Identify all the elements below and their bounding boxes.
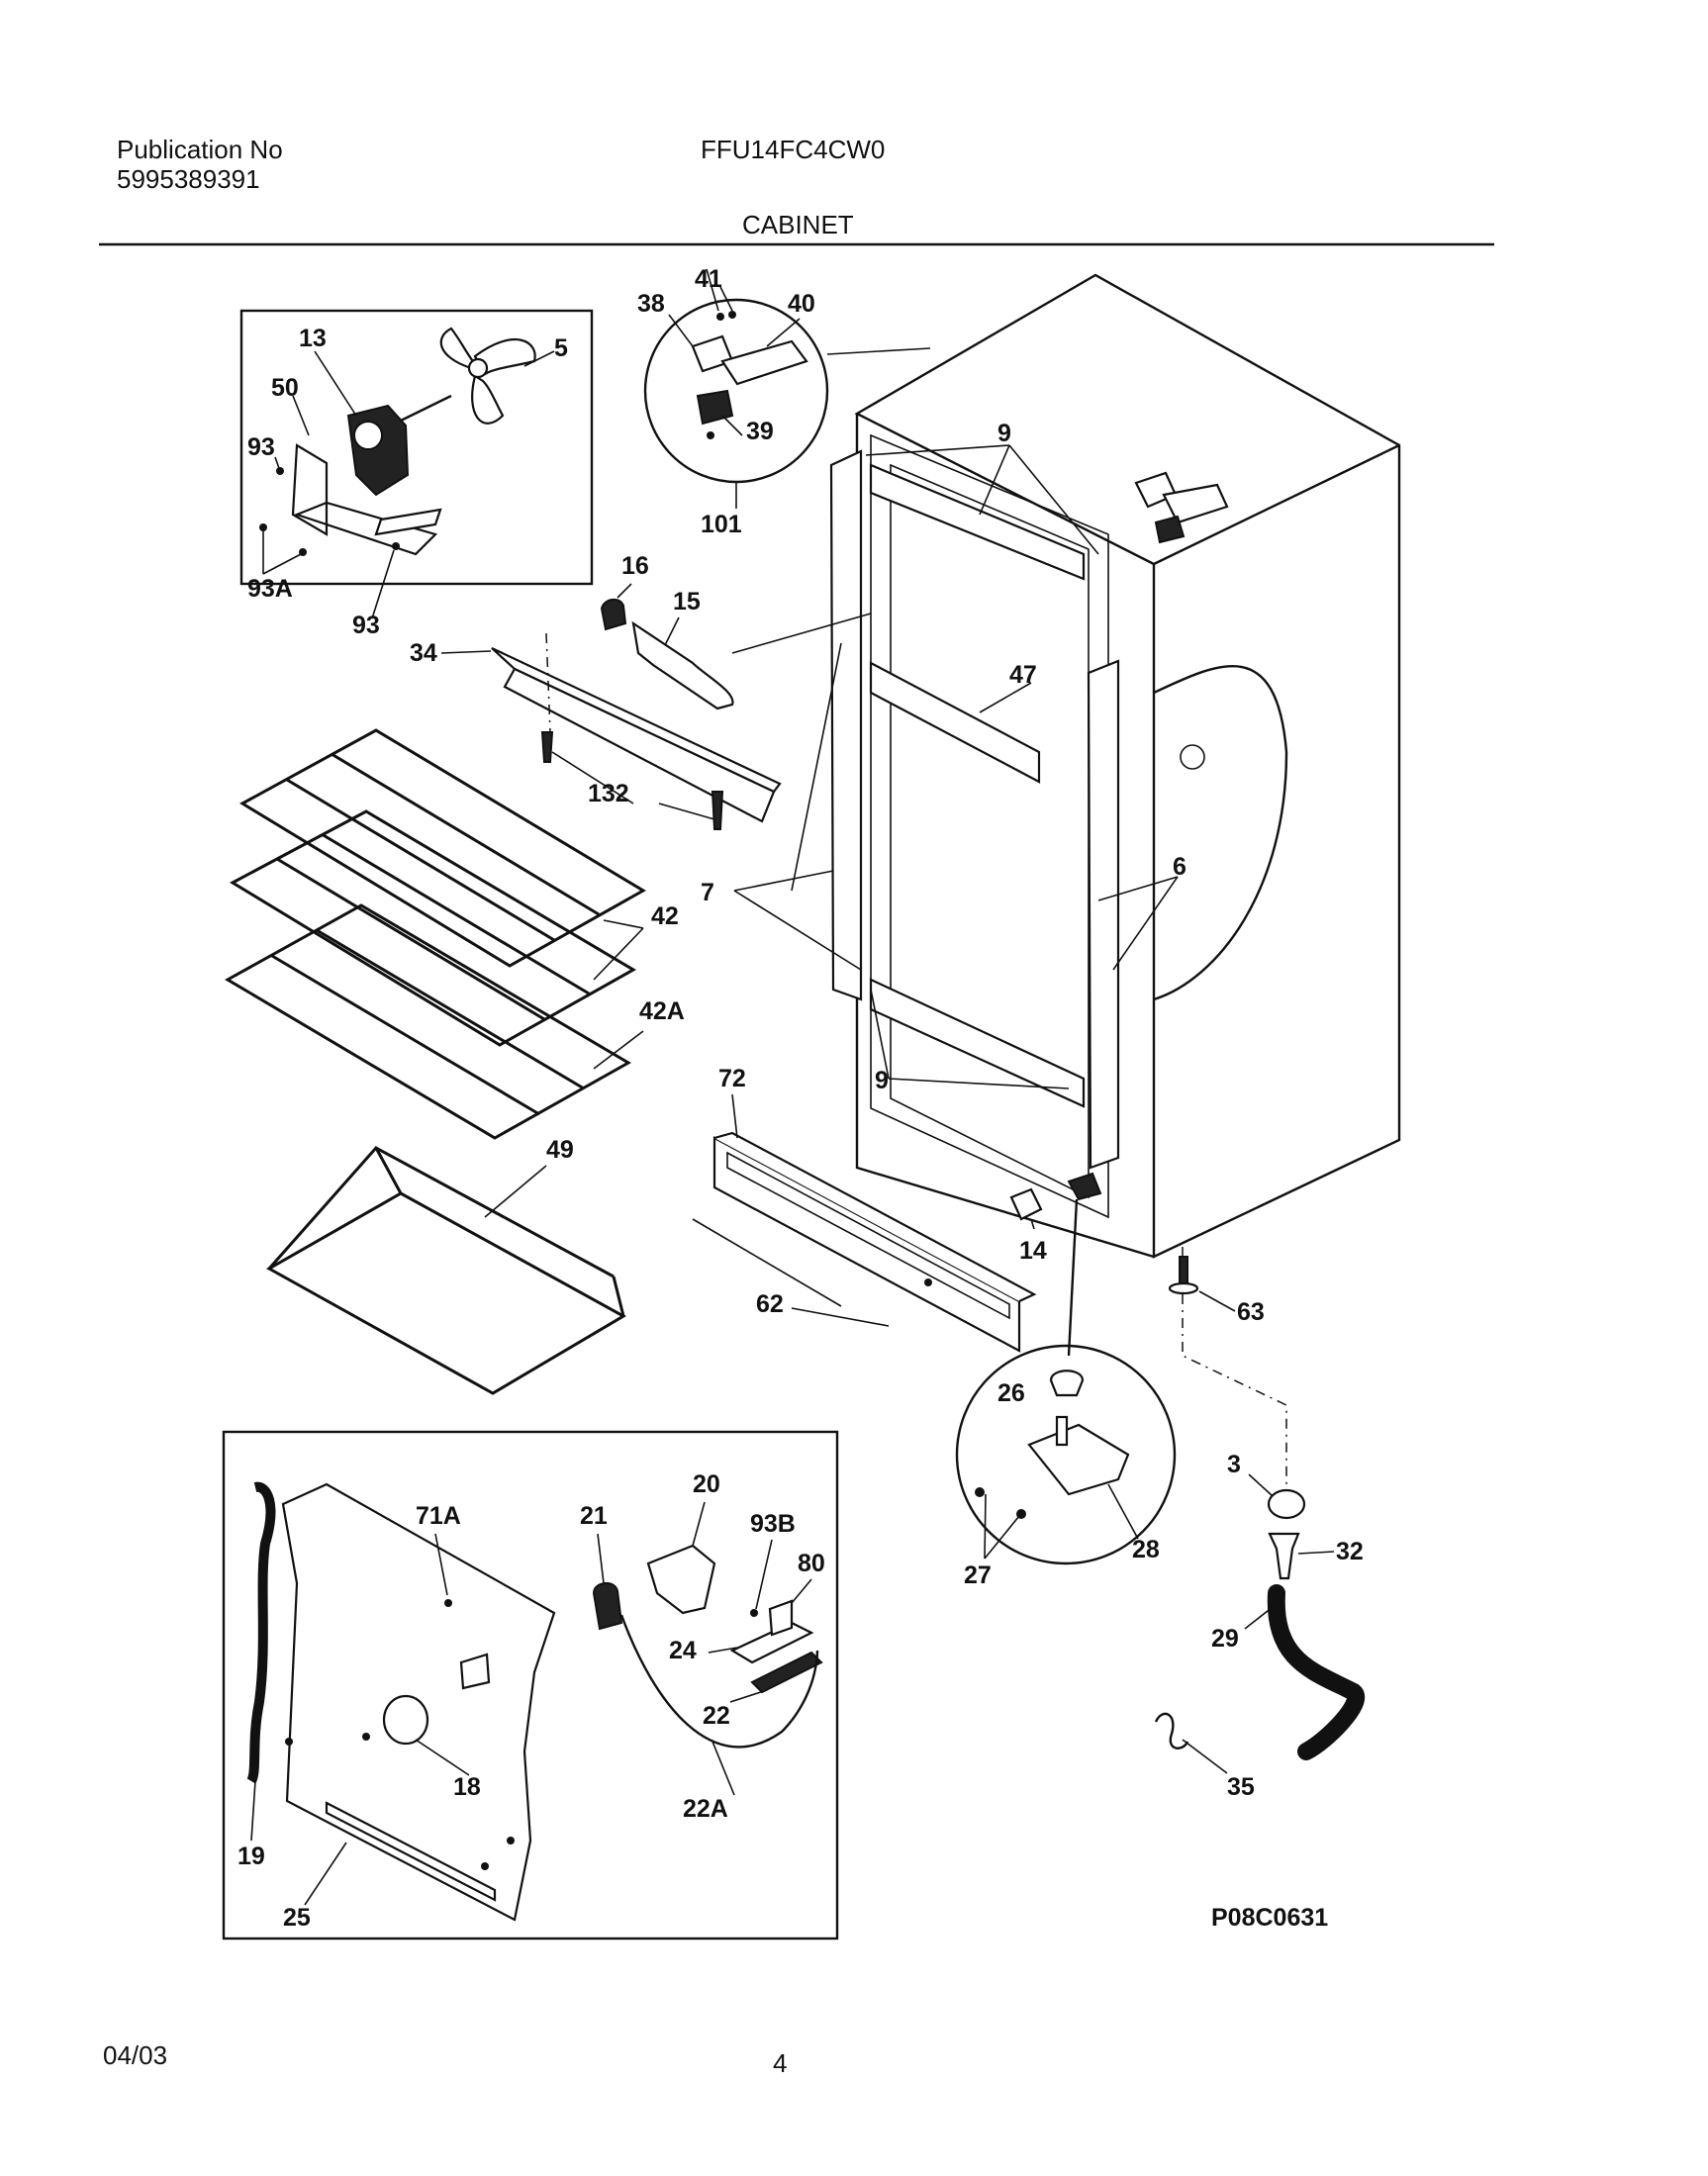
callout-7: 7 [701, 879, 714, 906]
callout-22A: 22A [683, 1795, 728, 1823]
callout-72: 72 [718, 1065, 746, 1092]
callout-20: 20 [693, 1470, 720, 1498]
shelf-bottom [224, 903, 632, 1140]
callout-14: 14 [1019, 1237, 1047, 1265]
callout-35: 35 [1227, 1773, 1255, 1801]
footer-date: 04/03 [103, 2040, 168, 2070]
page-number: 4 [773, 2048, 788, 2078]
callout-42: 42 [651, 902, 679, 930]
callout-24: 24 [669, 1637, 697, 1664]
callout-25: 25 [283, 1904, 311, 1932]
kick-plate [692, 1093, 1102, 1357]
callout-32: 32 [1336, 1538, 1364, 1565]
callout-93: 93 [247, 433, 275, 461]
callout-62: 62 [756, 1290, 784, 1318]
callout-labels: 13 5 50 93 93A 93 41 38 40 39 101 16 15 … [237, 265, 1364, 1932]
callout-63: 63 [1237, 1298, 1265, 1326]
callout-39: 39 [746, 418, 774, 445]
callout-3: 3 [1227, 1451, 1241, 1478]
callout-93B: 93B [750, 1510, 796, 1538]
freezer-cabinet [731, 273, 1401, 1494]
callout-80: 80 [798, 1550, 825, 1577]
callout-29: 29 [1211, 1625, 1239, 1653]
callout-19: 19 [237, 1843, 265, 1870]
bottom-hinge-detail [955, 1344, 1177, 1565]
top-hinge-detail [643, 268, 931, 509]
callout-47: 47 [1009, 661, 1037, 689]
callout-38: 38 [637, 290, 665, 318]
callout-6: 6 [1173, 853, 1186, 881]
shelf-middle [229, 809, 636, 1047]
callout-5: 5 [554, 334, 568, 362]
drain-parts [1154, 1473, 1366, 1774]
publication-label: Publication No [117, 135, 283, 164]
light-assembly [440, 583, 782, 830]
callout-21: 21 [580, 1502, 608, 1530]
callout-34: 34 [410, 639, 437, 667]
callout-22: 22 [703, 1702, 730, 1730]
model-number: FFU14FC4CW0 [701, 135, 886, 164]
callout-71A: 71A [416, 1502, 461, 1530]
section-title: CABINET [742, 210, 854, 239]
callout-9: 9 [875, 1067, 889, 1094]
callout-26: 26 [997, 1379, 1025, 1407]
callout-15: 15 [673, 588, 701, 615]
callout-28: 28 [1132, 1536, 1160, 1563]
diagram-code: P08C0631 [1211, 1904, 1328, 1932]
callout-40: 40 [788, 290, 815, 318]
callout-101: 101 [701, 511, 742, 538]
callout-9: 9 [997, 420, 1011, 447]
callout-27: 27 [964, 1561, 992, 1589]
callout-132: 132 [588, 780, 629, 807]
callout-16: 16 [621, 552, 649, 580]
callout-13: 13 [299, 325, 327, 352]
callout-42A: 42A [639, 997, 685, 1025]
wire-basket [265, 1146, 627, 1395]
fan-motor-inset [239, 309, 594, 619]
callout-49: 49 [546, 1136, 574, 1164]
callout-41: 41 [695, 265, 722, 293]
callout-93A: 93A [247, 575, 293, 603]
shelf-top [239, 728, 646, 968]
callout-50: 50 [271, 374, 299, 402]
wire-shelves [224, 728, 646, 1140]
callout-93: 93 [352, 612, 380, 639]
evaporator-cover-inset [222, 1430, 839, 1940]
callout-18: 18 [453, 1773, 481, 1801]
leveling-leg [1168, 1256, 1236, 1312]
publication-number: 5995389391 [117, 164, 260, 194]
